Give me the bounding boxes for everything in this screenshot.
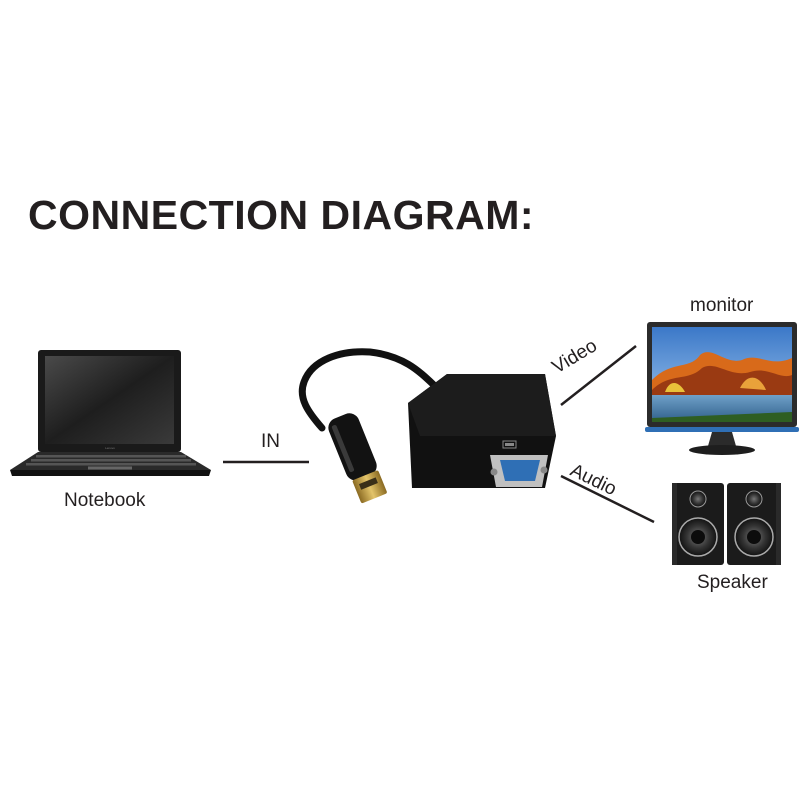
diagram-title: CONNECTION DIAGRAM: <box>28 192 534 239</box>
laptop-brand-text: Lenovo <box>105 446 115 450</box>
monitor-stand <box>689 445 755 455</box>
monitor-icon <box>645 322 799 455</box>
monitor-label: monitor <box>690 295 753 317</box>
adapter-icon <box>408 374 556 488</box>
laptop-keyboard <box>26 455 196 466</box>
speaker-right <box>727 483 781 565</box>
vga-screw-right <box>541 467 548 474</box>
speaker-left <box>672 483 724 565</box>
laptop-icon <box>10 350 211 476</box>
in-label: IN <box>261 431 280 453</box>
laptop-edge <box>10 470 211 476</box>
vga-port <box>500 460 540 481</box>
notebook-label: Notebook <box>64 490 145 512</box>
hdmi-plug <box>325 410 388 505</box>
speaker-label: Speaker <box>697 572 768 594</box>
speaker-icon <box>672 483 781 565</box>
monitor-neck <box>708 432 736 446</box>
laptop-screen <box>45 356 174 444</box>
monitor-accent-strip <box>645 427 799 432</box>
vga-screw-left <box>491 469 498 476</box>
laptop-touchpad <box>88 467 132 470</box>
